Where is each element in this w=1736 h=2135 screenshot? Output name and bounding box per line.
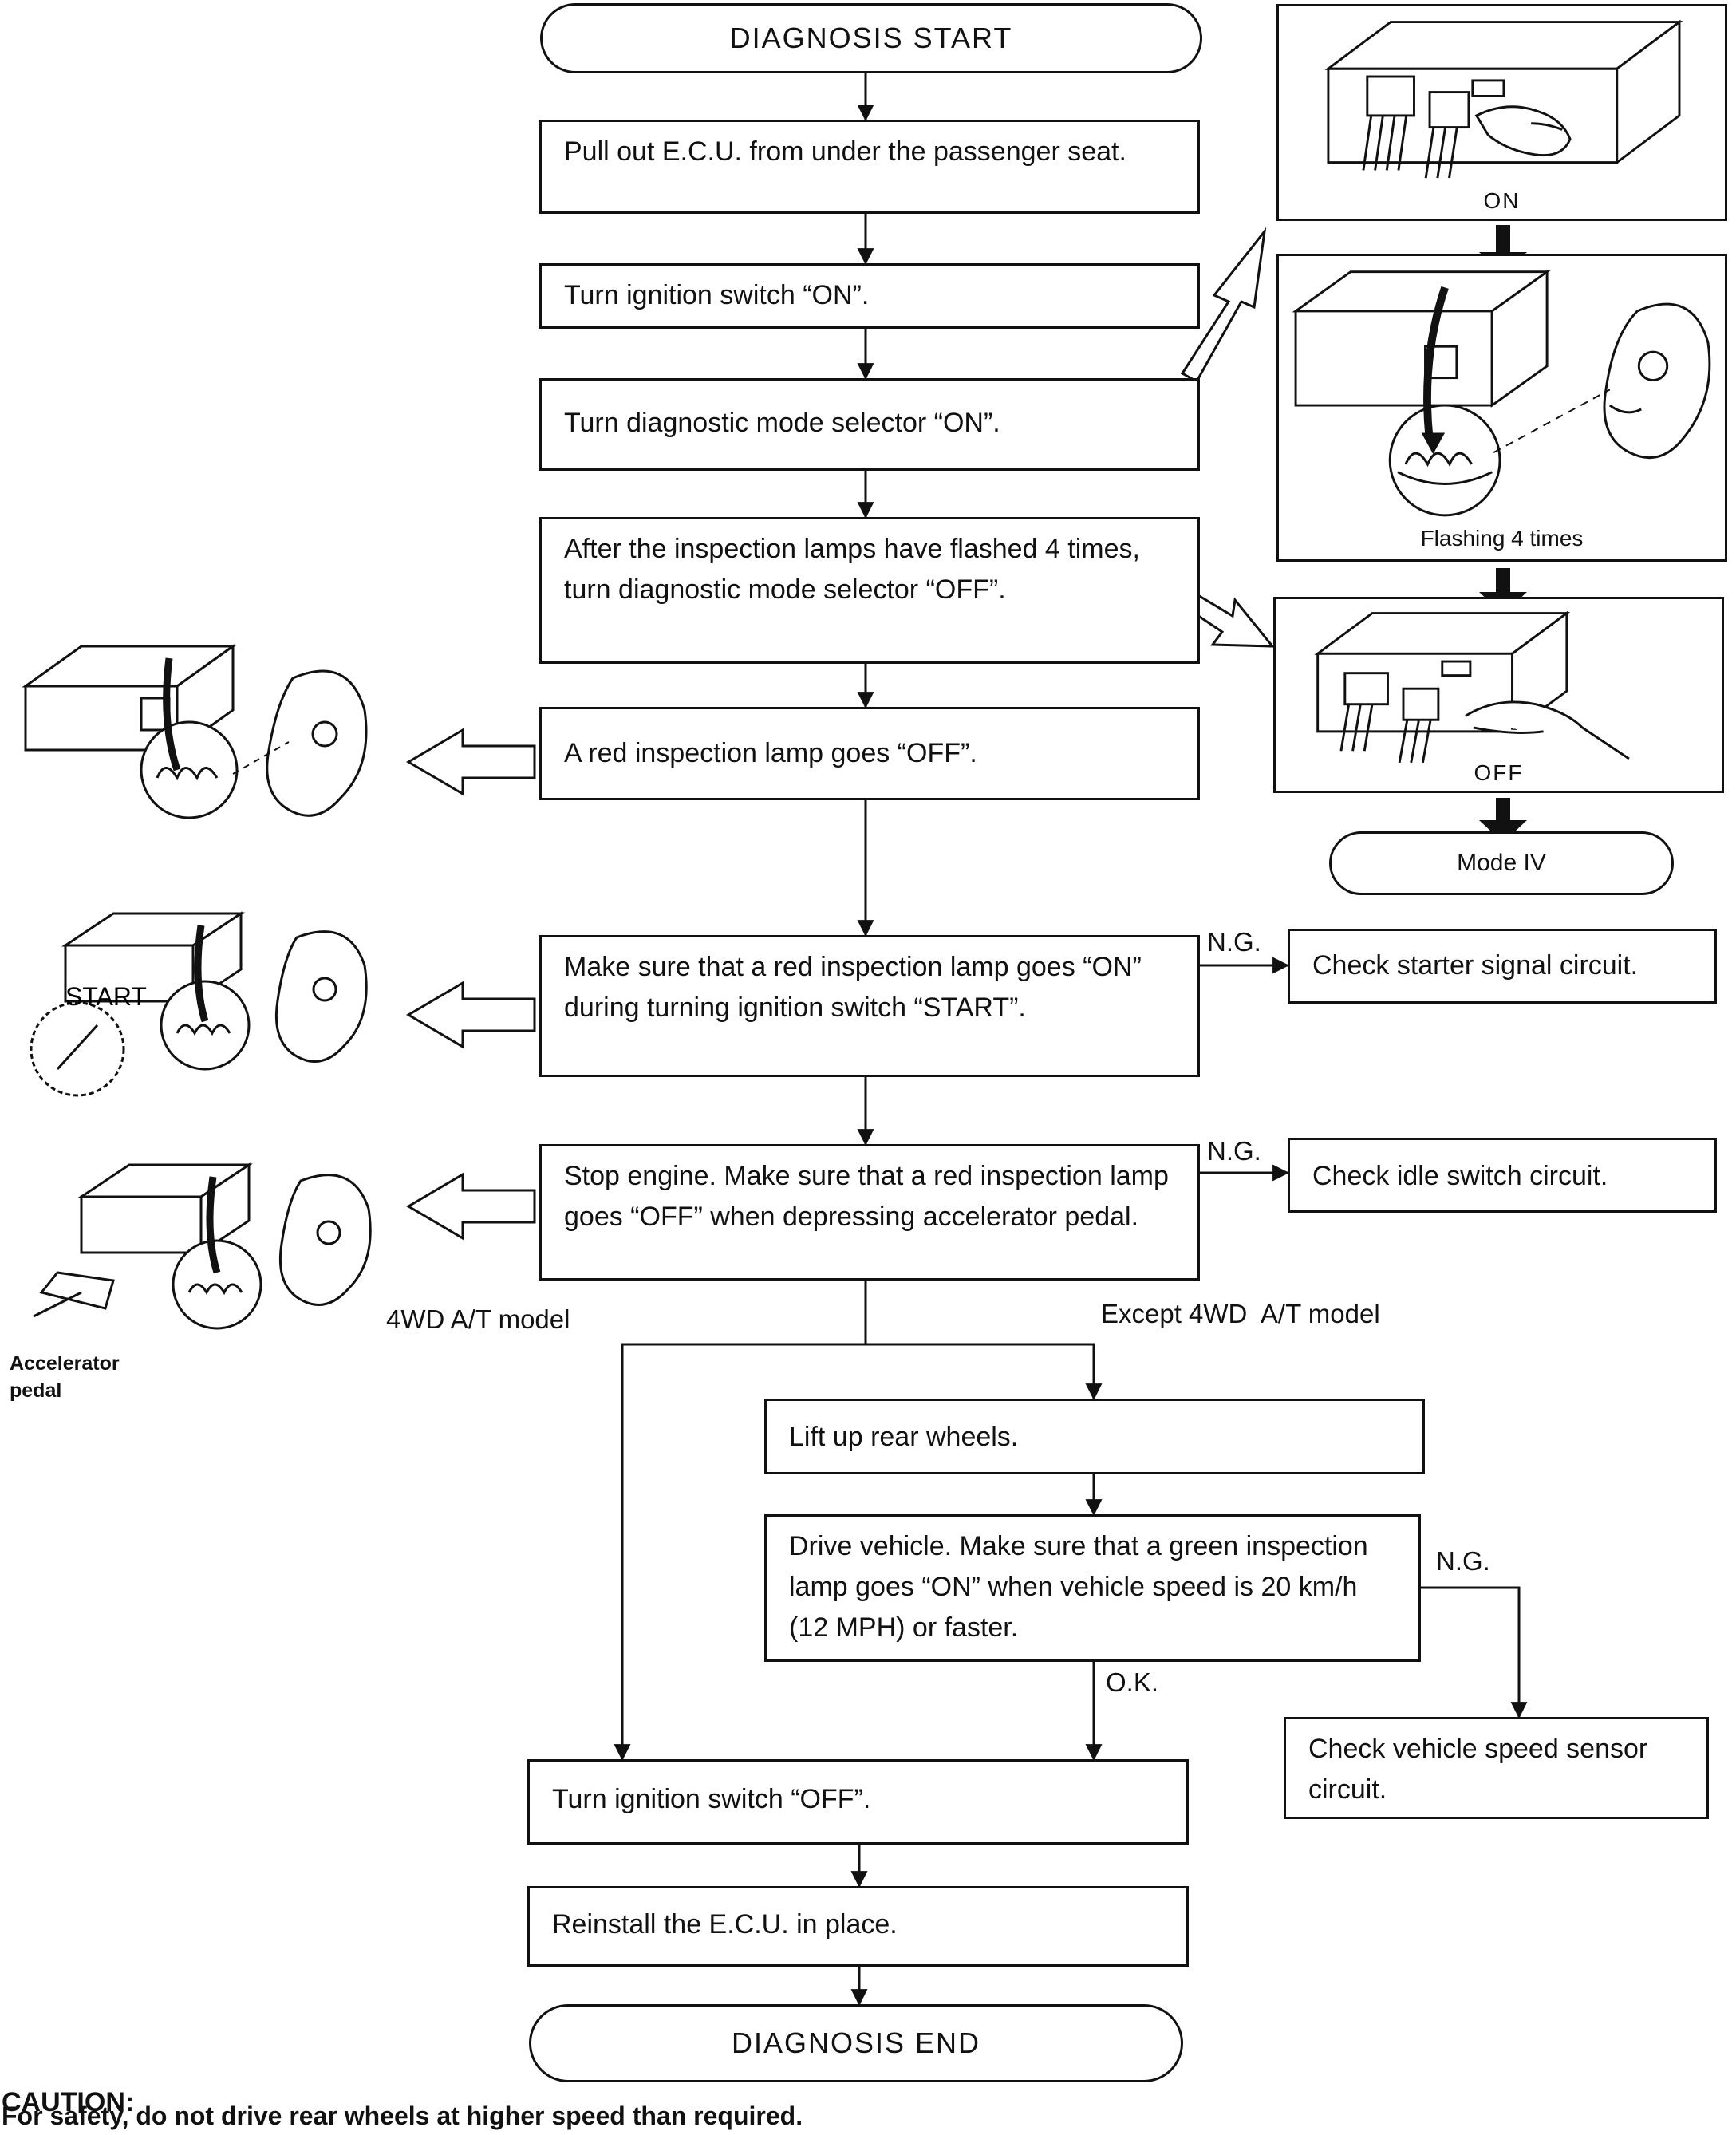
- step-lift-wheels: Lift up rear wheels.: [764, 1399, 1425, 1474]
- ecu-switch-off-illustration: [1314, 610, 1630, 764]
- accelerator-label: Accelerator pedal: [10, 1352, 120, 1402]
- caution-text: For safety, do not drive rear wheels at …: [2, 2101, 803, 2130]
- start-figure-label: START: [65, 982, 147, 1011]
- ng-idle-check: Check idle switch circuit.: [1288, 1138, 1717, 1213]
- step-selector-off: After the inspection lamps have flashed …: [539, 517, 1200, 664]
- ecu-off-panel: OFF: [1273, 597, 1724, 793]
- step-ignition-on: Turn ignition switch “ON”.: [539, 263, 1200, 329]
- except-branch-line: [866, 1343, 1103, 1401]
- pointer-left-3: [406, 1172, 536, 1241]
- step-pull-ecu: Pull out E.C.U. from under the passenger…: [539, 120, 1200, 214]
- off-caption: OFF: [1474, 760, 1524, 785]
- step-ignition-off: Turn ignition switch “OFF”.: [527, 1759, 1189, 1845]
- pointer-left-2: [406, 981, 536, 1049]
- caution-title: CAUTION:: [2, 2087, 135, 2117]
- ng-label-idle: N.G.: [1207, 1136, 1261, 1166]
- flashing-caption: Flashing 4 times: [1420, 526, 1584, 551]
- pointer-left-1: [406, 728, 536, 796]
- red-lamp-off-figure: [22, 644, 368, 819]
- step-check-start: Make sure that a red inspection lamp goe…: [539, 935, 1200, 1077]
- ng-speed-arrow: [1421, 1586, 1528, 1719]
- flashing-panel: Flashing 4 times: [1276, 254, 1727, 562]
- ecu-on-panel: ON: [1276, 4, 1727, 221]
- label-4wd-at: 4WD A/T model: [386, 1304, 570, 1334]
- pointer-to-off-panel: [1189, 592, 1276, 648]
- on-caption: ON: [1483, 188, 1521, 213]
- accelerator-figure: [33, 1162, 372, 1330]
- step-check-idle: Stop engine. Make sure that a red inspec…: [539, 1144, 1200, 1281]
- ok-label: O.K.: [1106, 1667, 1159, 1697]
- step-reinstall: Reinstall the E.C.U. in place.: [527, 1886, 1189, 1967]
- ignition-start-figure: START: [30, 911, 368, 1097]
- mode-iv: Mode IV: [1329, 831, 1674, 895]
- step-drive-vehicle: Drive vehicle. Make sure that a green in…: [764, 1514, 1421, 1662]
- diagnosis-end: DIAGNOSIS END: [529, 2004, 1183, 2082]
- ecu-switch-on-illustration: [1324, 19, 1683, 179]
- label-except-4wd-at: Except 4WD A/T model: [1101, 1299, 1380, 1328]
- lamp-flashing-illustration: [1292, 269, 1711, 517]
- step-selector-on: Turn diagnostic mode selector “ON”.: [539, 378, 1200, 471]
- ng-label-starter: N.G.: [1207, 927, 1261, 957]
- ng-starter-check: Check starter signal circuit.: [1288, 929, 1717, 1004]
- pointer-to-on-panel: [1180, 227, 1267, 384]
- ng-label-speed: N.G.: [1436, 1546, 1490, 1576]
- step-red-lamp-off: A red inspection lamp goes “OFF”.: [539, 707, 1200, 800]
- ng-speed-sensor-check: Check vehicle speed sensor circuit.: [1284, 1717, 1709, 1819]
- diagnosis-start: DIAGNOSIS START: [540, 3, 1202, 73]
- split-line: [614, 1281, 867, 1762]
